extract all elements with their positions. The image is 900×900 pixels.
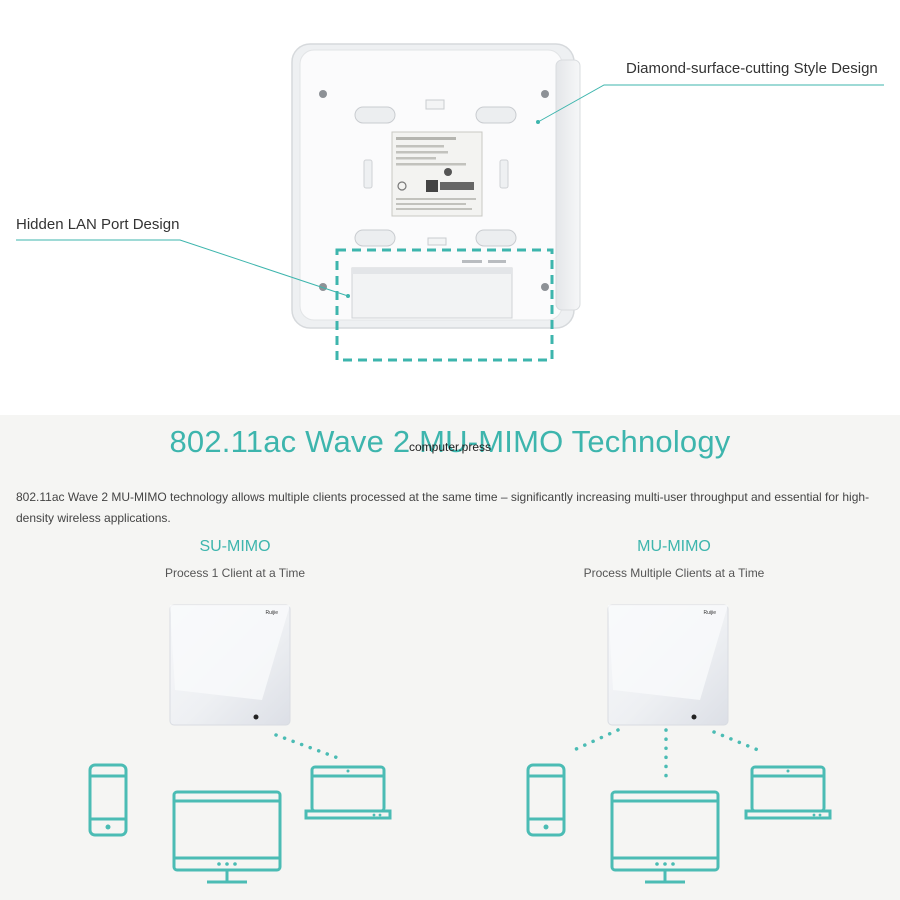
mu-link-phone xyxy=(572,728,620,752)
section-headline: 802.11ac Wave 2 MU-MIMO Technology xyxy=(169,424,731,459)
mu-link-laptop xyxy=(712,730,760,752)
diamond-callout-line xyxy=(537,84,884,123)
su-laptop-icon xyxy=(304,765,392,820)
hidden-lan-port-callout: Hidden LAN Port Design xyxy=(16,216,180,233)
mu-access-point xyxy=(607,604,729,726)
mu-ap-logo: Ruijie xyxy=(703,610,716,616)
su-ap-logo: Ruijie xyxy=(265,610,278,616)
su-link-dots xyxy=(274,733,340,760)
watermark-text: computer.press xyxy=(408,440,492,454)
mu-phone-icon xyxy=(526,763,566,837)
su-access-point xyxy=(169,604,291,726)
su-mimo-subtitle: Process 1 Client at a Time xyxy=(164,566,306,580)
diamond-surface-callout: Diamond-surface-cutting Style Design xyxy=(626,60,878,77)
device-rear-body xyxy=(291,43,581,329)
su-mimo-title: SU-MIMO xyxy=(199,538,271,555)
lan-callout-line xyxy=(16,239,349,297)
mu-laptop-icon xyxy=(744,765,832,820)
mu-mimo-title: MU-MIMO xyxy=(637,538,711,555)
su-phone-icon xyxy=(88,763,128,837)
mu-mimo-subtitle: Process Multiple Clients at a Time xyxy=(583,566,765,580)
mu-desktop-monitor-icon xyxy=(610,790,720,884)
lan-port-highlight-box xyxy=(335,248,554,362)
technology-description: 802.11ac Wave 2 MU-MIMO technology allow… xyxy=(16,490,870,525)
su-desktop-monitor-icon xyxy=(172,790,282,884)
